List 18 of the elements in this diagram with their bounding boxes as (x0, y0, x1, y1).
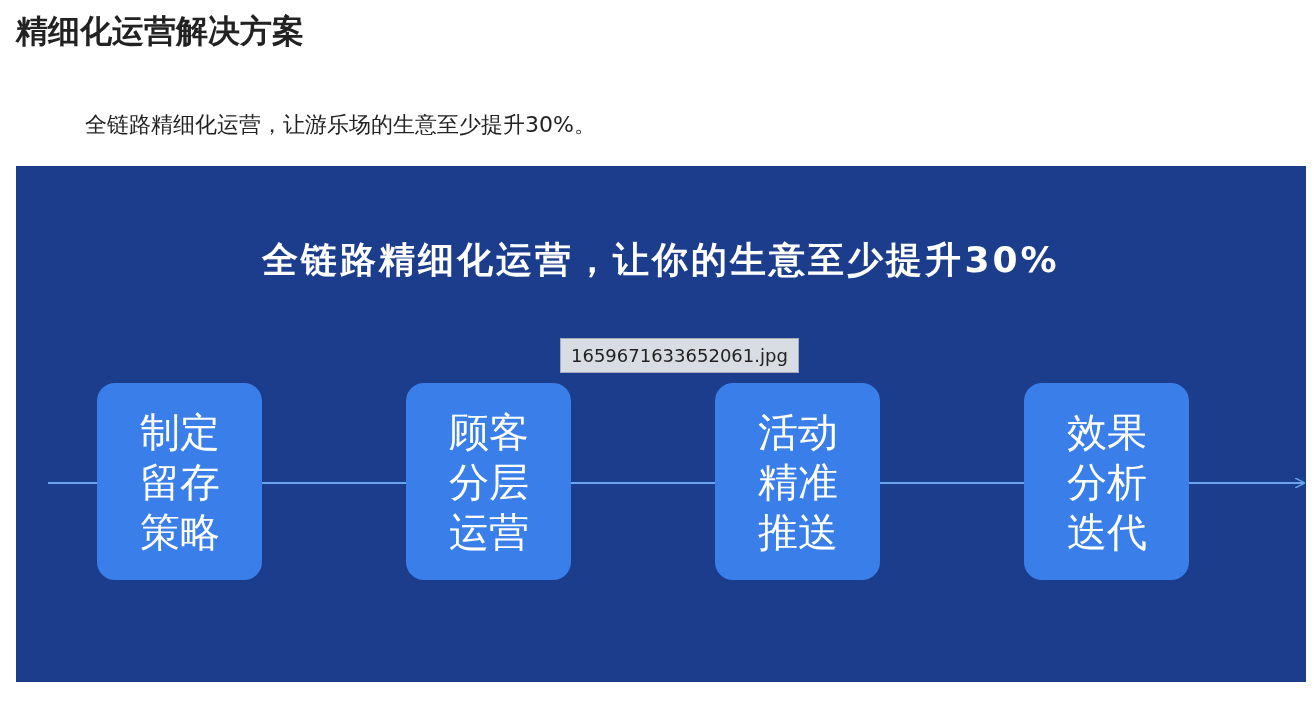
step-text: 制定留存策略 (139, 407, 220, 557)
page-title: 精细化运营解决方案 (16, 11, 304, 52)
connector-line (879, 482, 1025, 484)
connector-line (570, 482, 716, 484)
step-text: 顾客分层运营 (448, 407, 529, 557)
step-box (715, 383, 880, 580)
banner-heading: 全链路精细化运营，让你的生意至少提升30% (261, 238, 1061, 282)
connector-line (47, 482, 98, 484)
filename-tooltip: 1659671633652061.jpg (560, 338, 799, 373)
step-box (97, 383, 262, 580)
banner-panel (16, 166, 1306, 682)
step-text: 活动精准推送 (757, 407, 838, 557)
connector-line (1188, 477, 1306, 489)
subtitle-text: 全链路精细化运营，让游乐场的生意至少提升30%。 (85, 111, 596, 139)
connector-line (261, 482, 407, 484)
step-box (1024, 383, 1189, 580)
step-box (406, 383, 571, 580)
step-text: 效果分析迭代 (1066, 407, 1147, 557)
